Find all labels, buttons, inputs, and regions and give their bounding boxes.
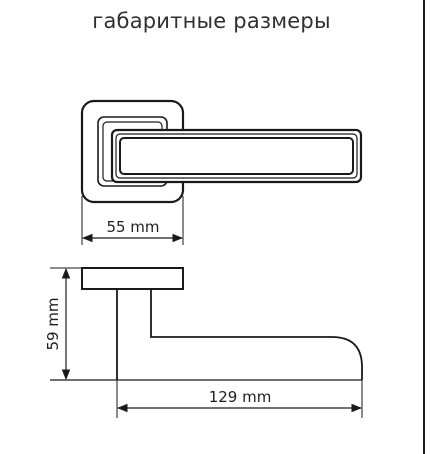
page-title: габаритные размеры	[92, 9, 331, 33]
lever-inset-1	[115, 133, 358, 179]
lever-side-profile	[150, 289, 363, 380]
side-view	[50, 267, 363, 381]
top-view	[80, 99, 363, 204]
lever-body	[110, 128, 363, 184]
right-border-line	[423, 0, 425, 454]
rose-width-label: 55 mm	[106, 218, 159, 236]
length-label: 129 mm	[209, 388, 272, 406]
rose-width-dimension	[81, 196, 184, 245]
length-dimension	[116, 380, 363, 418]
lever-inset-2	[119, 137, 354, 175]
height-label: 59 mm	[44, 297, 62, 350]
rose-plate-side	[81, 267, 184, 290]
